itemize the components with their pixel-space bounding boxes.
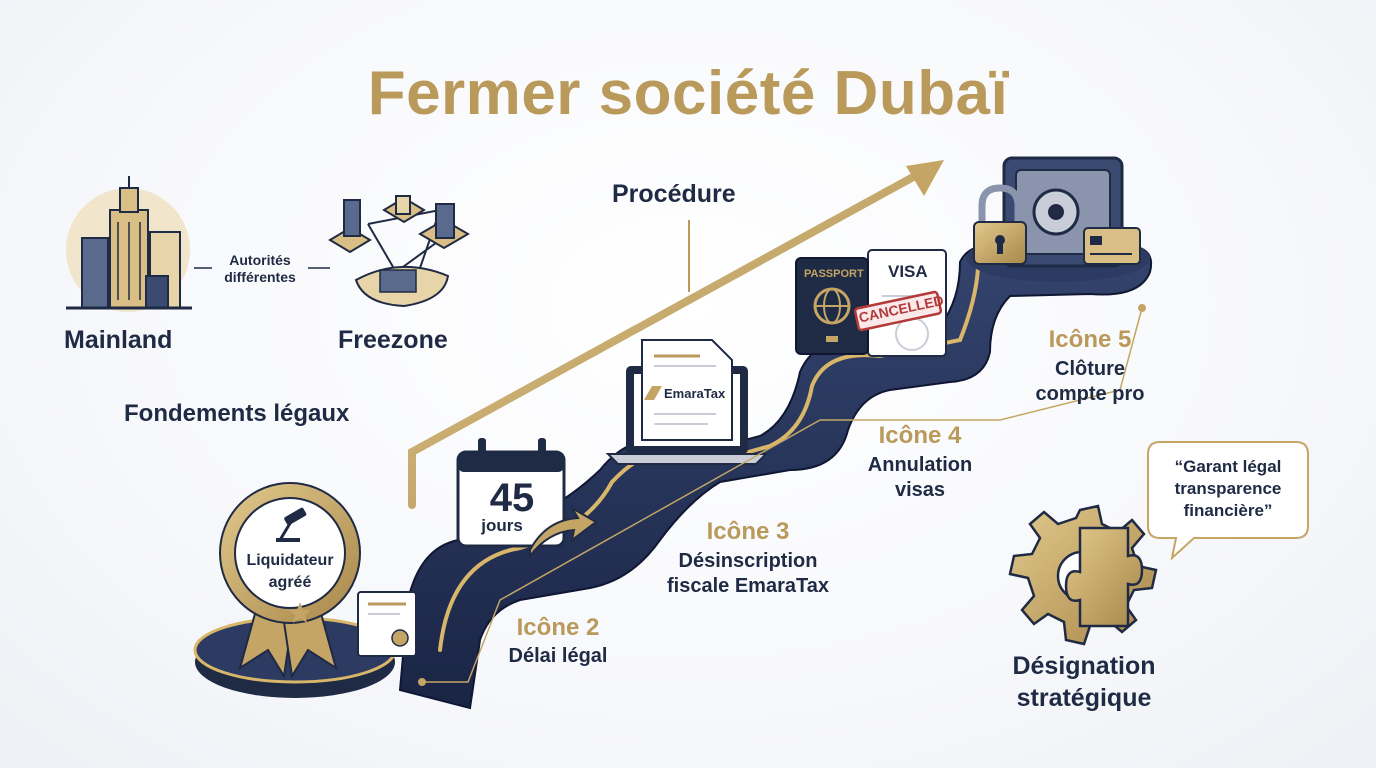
badge-line1: Liquidateur	[246, 552, 334, 569]
badge-line2: agréé	[268, 574, 312, 591]
badge-text: Liquidateur agréé	[236, 550, 344, 594]
page-title: Fermer société Dubaï	[367, 59, 1009, 128]
designation-line2: stratégique	[1016, 684, 1152, 712]
step-3: Icône 3 Désinscription fiscale EmaraTax	[638, 518, 858, 599]
freezone-label: Freezone	[338, 326, 448, 354]
step-3-line1: Désinscription	[678, 550, 818, 572]
step-2-icon-label: Icône 2	[516, 614, 600, 641]
laptop-emaratax-icon	[605, 339, 769, 465]
step-2-line1: Délai légal	[508, 645, 608, 667]
certificate-icon	[357, 591, 417, 657]
calendar-icon	[456, 438, 598, 559]
mainland-label: Mainland	[64, 326, 173, 354]
connector-caption: Autorités différentes	[212, 252, 308, 286]
laptop-brand: EmaraTax	[664, 386, 726, 401]
step-4-line1: Annulation	[867, 454, 973, 476]
calendar-number: 45	[489, 476, 535, 520]
mainland-buildings-icon	[66, 176, 192, 312]
quote-bubble	[1147, 441, 1309, 561]
calendar-unit: jours	[481, 516, 523, 535]
freezone-network-icon	[328, 195, 470, 308]
passport-visa-icon	[795, 249, 947, 357]
passport-label: PASSPORT	[804, 268, 864, 280]
step-2: Icône 2 Délai légal	[488, 614, 628, 668]
step-4: Icône 4 Annulation visas	[840, 422, 1000, 503]
legal-foundations-label: Fondements légaux	[124, 400, 350, 427]
quote-line1: “Garant légal	[1174, 457, 1282, 476]
step-3-icon-label: Icône 3	[706, 518, 790, 545]
step-5: Icône 5 Clôture compte pro	[1020, 326, 1160, 407]
safe-lock-icon	[966, 156, 1150, 282]
gear-puzzle-icon	[1008, 504, 1158, 646]
step-5-line1: Clôture	[1055, 358, 1125, 380]
step-4-line2: visas	[894, 479, 946, 501]
procedure-label: Procédure	[612, 180, 736, 208]
growth-arrow-line	[408, 172, 919, 509]
quote-line2: transparence	[1174, 479, 1282, 498]
step-leaders	[418, 304, 1146, 686]
quote-text: “Garant légal transparence financière”	[1150, 456, 1306, 522]
step-3-line2: fiscale EmaraTax	[667, 575, 829, 597]
step-4-icon-label: Icône 4	[878, 422, 962, 449]
visa-label: VISA	[888, 262, 928, 281]
designation-line1: Désignation	[1012, 652, 1156, 680]
connector-caption-line2: différentes	[224, 269, 296, 285]
connector-caption-line1: Autorités	[229, 252, 291, 268]
liquidator-badge-icon	[193, 482, 397, 698]
quote-line3: financière”	[1183, 501, 1273, 520]
designation-label: Désignation stratégique	[980, 650, 1188, 714]
step-5-line2: compte pro	[1035, 383, 1145, 405]
step-5-icon-label: Icône 5	[1048, 326, 1132, 353]
growth-arrow-head	[906, 160, 944, 196]
